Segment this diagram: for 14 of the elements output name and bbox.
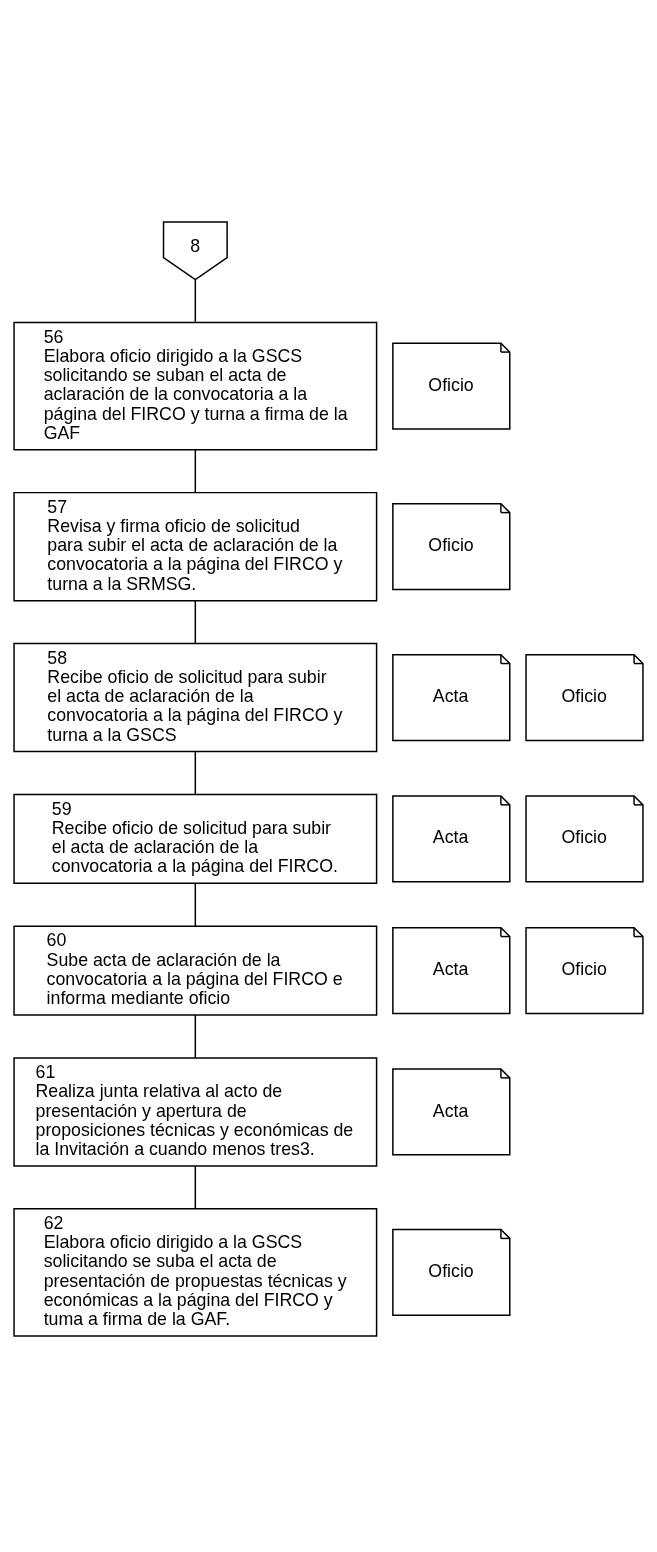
node-box: 56 Elabora oficio dirigido a la GSCS solicitando se suban el acta de aclaración de la convocatoria a la página del FIRCO y turna a firma de la GAF [13,321,378,451]
connector [194,279,197,323]
connector [194,1165,197,1210]
connector [194,1014,197,1059]
connector [194,883,197,927]
connector [194,449,197,494]
node-box: 62 Elabora oficio dirigido a la GSCS solicitando se suba el acta de presentación de propuestas técnicas y económicas a la página del FIRCO y tuma a firma de la GAF. [13,1208,378,1337]
node-box: 59 Recibe oficio de solicitud para subir el acta de aclaración de la convocatoria a la página del FIRCO. [13,793,378,884]
node-box: 58 Recibe oficio de solicitud para subir el acta de aclaración de la convocatoria a la página del FIRCO y turna a la GSCS [13,642,378,753]
node-box: 60 Sube acta de aclaración de la convocatoria a la página del FIRCO e informa mediante oficio [13,925,378,1016]
connector [194,751,197,796]
node-box: 57 Revisa y firma oficio de solicitud para subir el acta de aclaración de la convocatoria a la página del FIRCO y turna a la SRMSG. [13,491,378,602]
node-box: 61 Realiza junta relativa al acto de presentación y apertura de proposiciones técnicas y económicas de la Invitación a cuando menos tres3. [13,1057,378,1167]
connector [194,599,197,644]
